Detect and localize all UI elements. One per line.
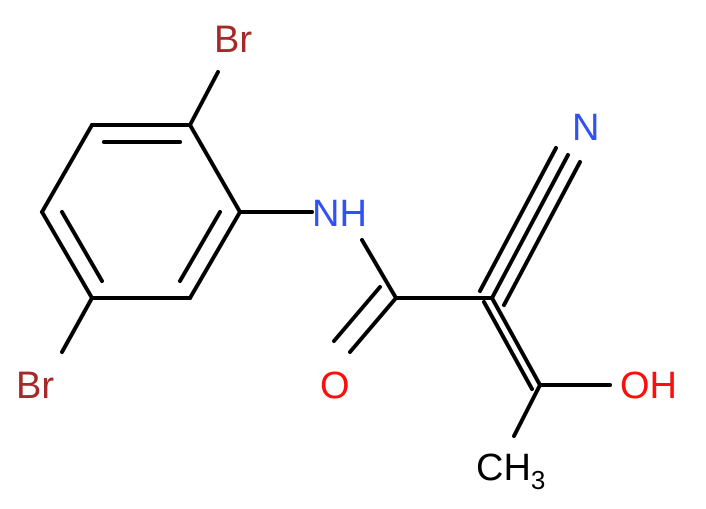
- bond-ring-c2-c3: [40, 123, 94, 214]
- atom-oh: OH: [620, 365, 677, 407]
- bond-nh-carbonyl-c: [360, 238, 398, 300]
- methyl-subscript: 3: [531, 465, 545, 495]
- bond-nitrile-2: [478, 146, 558, 293]
- bond-carbonyl-double-b: [332, 285, 382, 343]
- bond-c-br-top: [188, 70, 220, 127]
- atom-o-carbonyl: O: [320, 365, 350, 407]
- bond-ring-c5-c6-inner: [178, 210, 222, 283]
- bond-alkene-a: [490, 296, 542, 387]
- atom-methyl: CH3: [476, 447, 545, 495]
- bond-ring-c6-c1: [188, 123, 242, 214]
- atom-n-nitrile: N: [572, 107, 599, 149]
- bond-nitrile-1: [490, 153, 570, 300]
- atom-labels: Br Br NH N O OH CH3: [16, 19, 677, 495]
- bonds: [40, 70, 612, 438]
- bond-c-br-left: [60, 296, 94, 354]
- methyl-ch: CH: [476, 447, 531, 489]
- bond-ring-c3-c4-inner: [60, 210, 104, 283]
- bond-ring-c3-c4: [40, 210, 94, 300]
- atom-br-top: Br: [214, 19, 252, 61]
- bond-carbonyl-double-a: [348, 296, 398, 354]
- bond-nitrile-3: [502, 160, 582, 307]
- atom-br-left: Br: [16, 365, 54, 407]
- bond-ring-c5-c6: [188, 210, 242, 300]
- atom-nh: NH: [312, 193, 367, 235]
- bond-alkene-b: [482, 300, 534, 391]
- bond-c-methyl: [512, 383, 542, 438]
